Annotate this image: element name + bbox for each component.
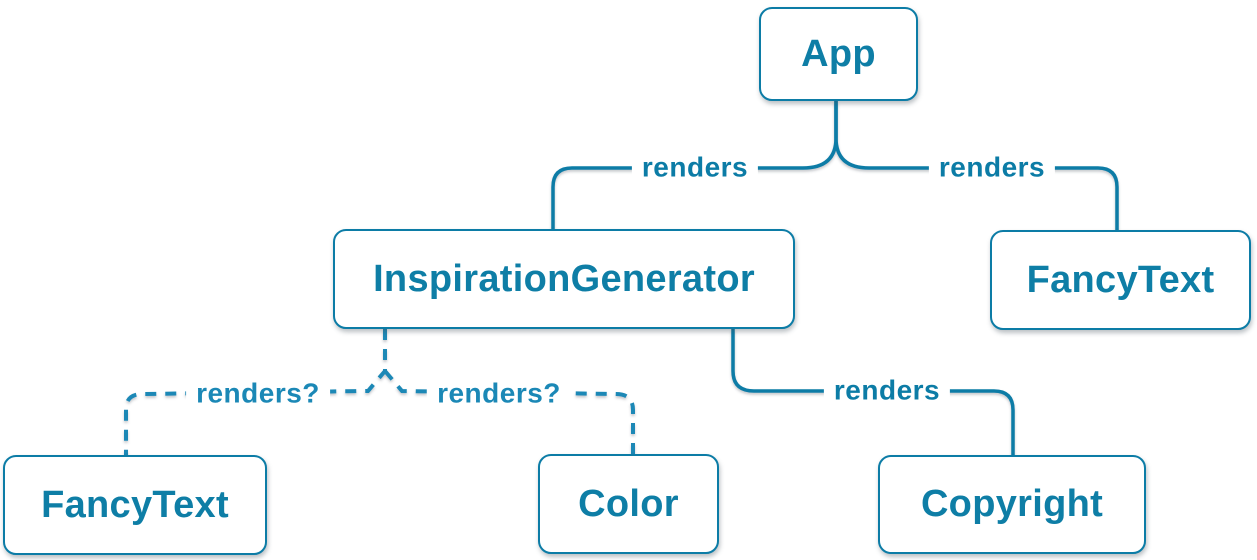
edge-inspiration-generator-to-color bbox=[383, 369, 635, 454]
edge-label-inspiration-generator-color: renders? bbox=[427, 378, 571, 410]
node-app: App bbox=[759, 7, 918, 101]
node-inspiration-generator: InspirationGenerator bbox=[333, 229, 795, 329]
node-copyright: Copyright bbox=[878, 455, 1146, 554]
node-fancy-text-bottom: FancyText bbox=[3, 455, 267, 555]
edge-label-inspiration-generator-copyright: renders bbox=[823, 375, 951, 407]
edge-label-app-inspiration-generator: renders bbox=[631, 152, 759, 184]
node-fancy-text-top: FancyText bbox=[990, 230, 1251, 330]
edge-label-inspiration-generator-fancy-text: renders? bbox=[186, 378, 330, 410]
edge-label-app-fancy-text: renders bbox=[928, 152, 1056, 184]
node-color: Color bbox=[538, 454, 719, 554]
